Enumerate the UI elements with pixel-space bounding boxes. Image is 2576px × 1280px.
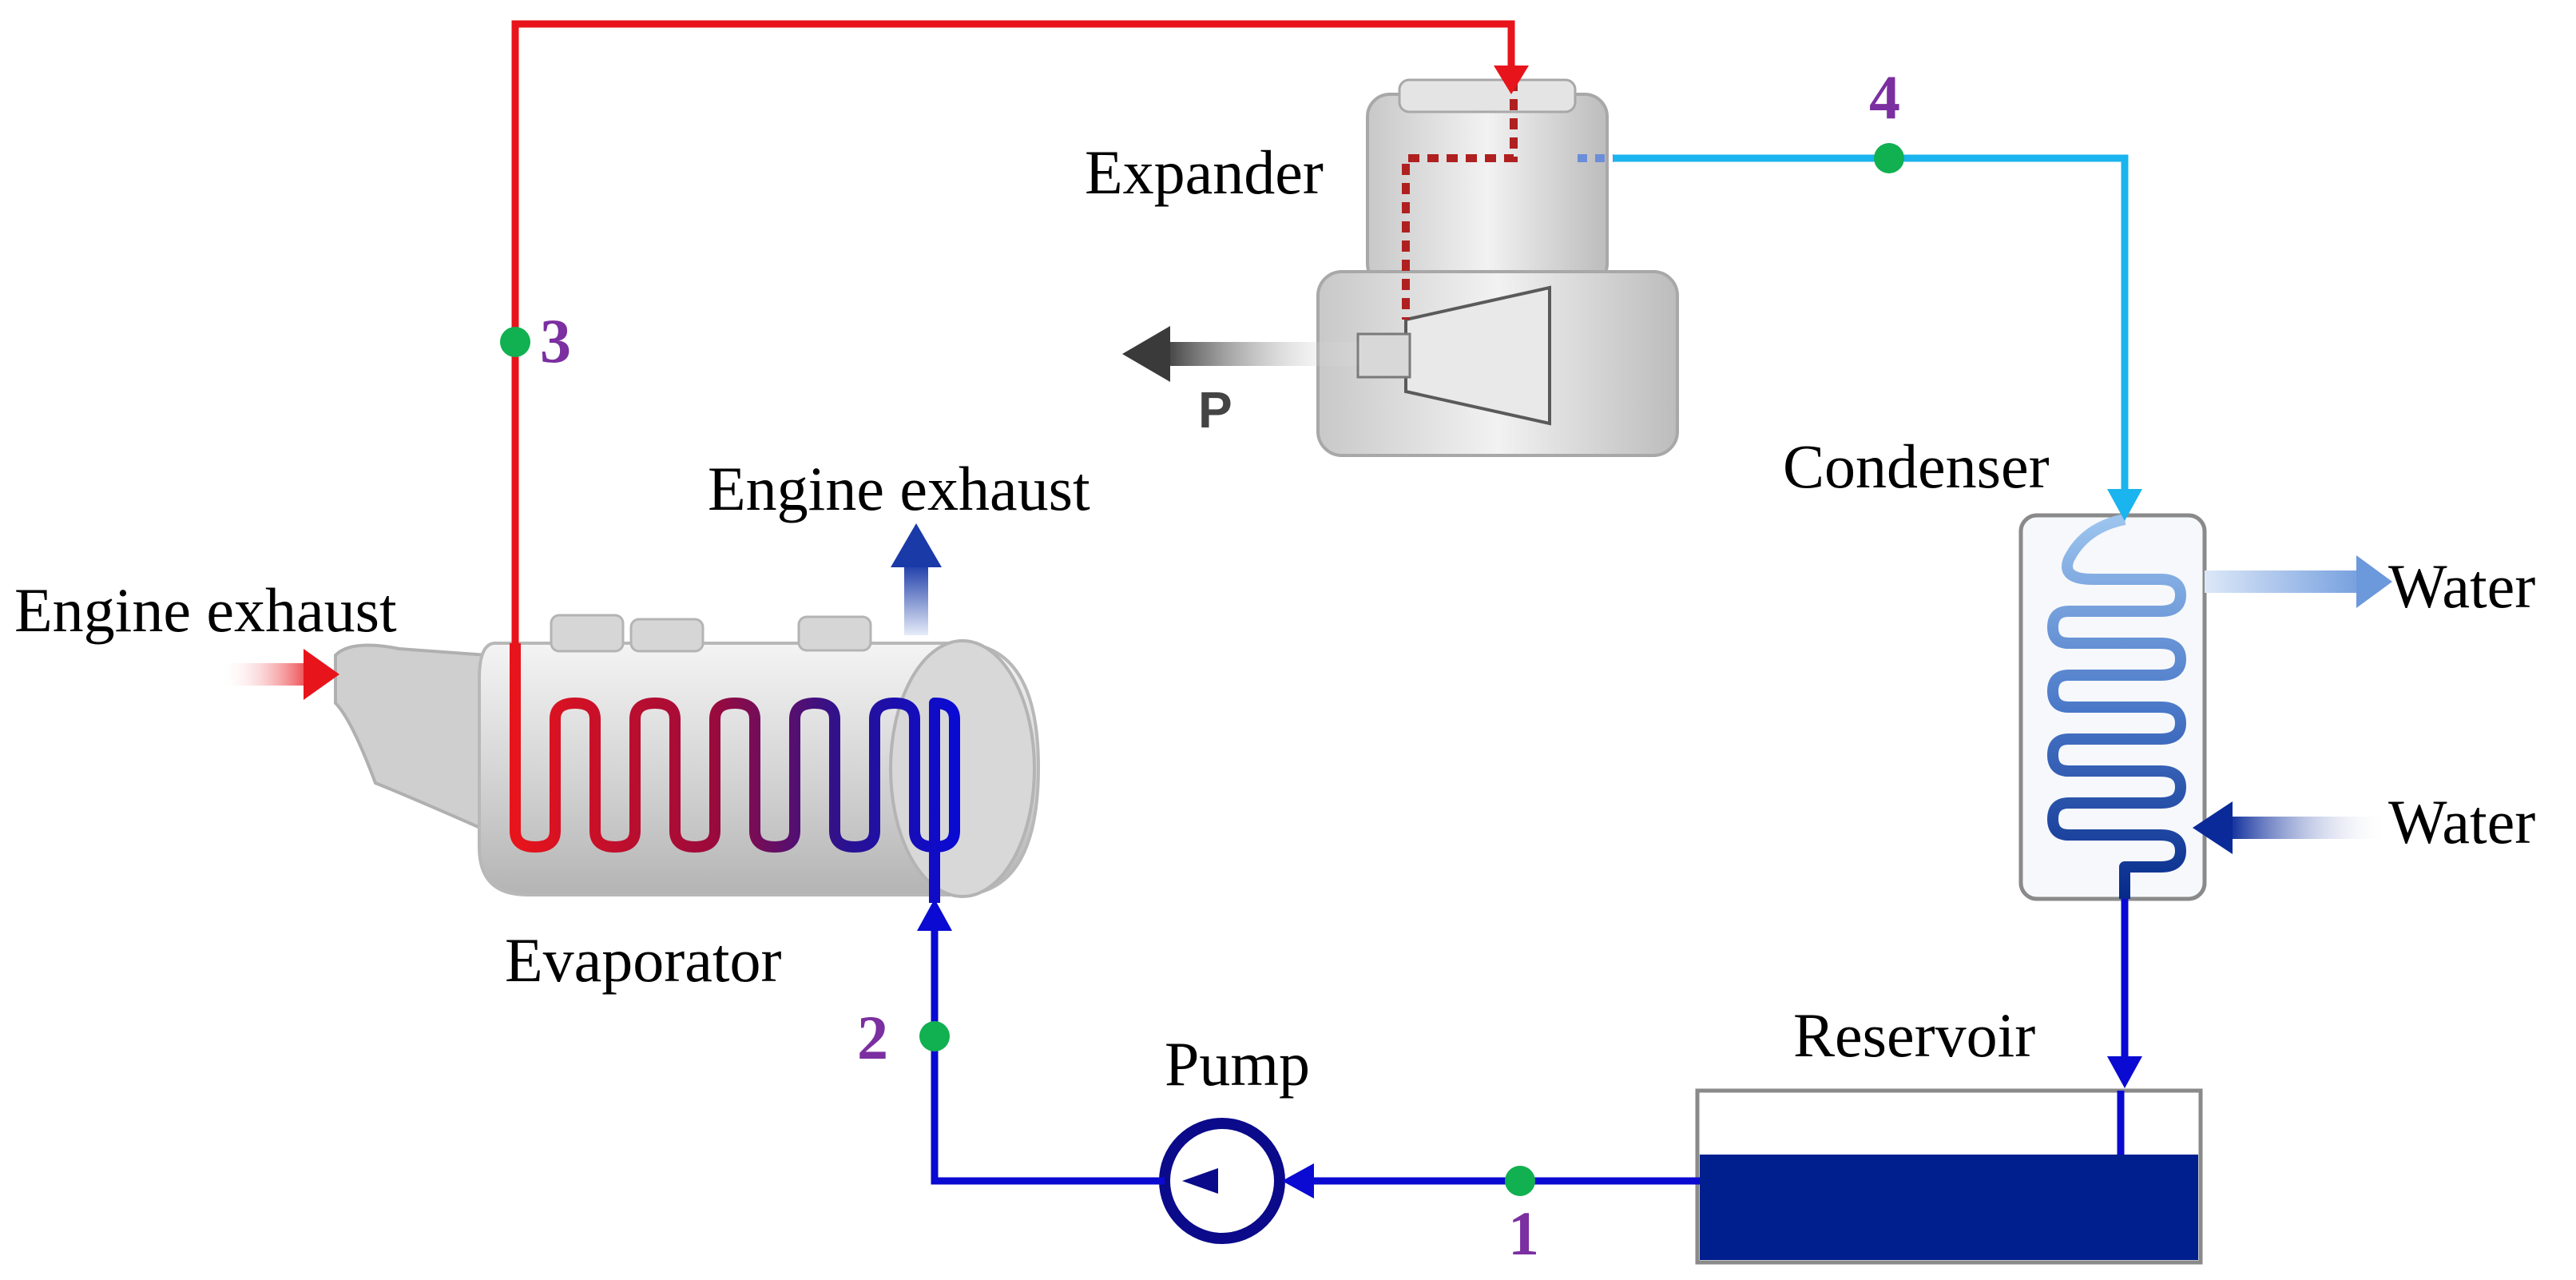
state-point-3-dot — [500, 327, 530, 357]
reservoir-label: Reservoir — [1793, 1000, 2035, 1070]
exhaust-inlet-duct — [334, 643, 489, 834]
exhaust-inlet-arrow — [220, 649, 339, 700]
expander-internal-path — [1402, 80, 1518, 320]
exhaust-vapor-arrowhead — [2107, 489, 2142, 521]
state-point-3-label: 3 — [540, 306, 571, 376]
engine-exhaust-in-label: Engine exhaust — [14, 575, 397, 645]
pump-body — [1159, 1118, 1285, 1244]
state-point-2-label: 2 — [857, 1003, 888, 1072]
power-label: P — [1198, 381, 1232, 439]
water-in-label: Water — [2388, 787, 2535, 857]
pumped-liquid-line — [931, 919, 1165, 1185]
reservoir-liquid — [1700, 1155, 2198, 1260]
expander-label: Expander — [1085, 137, 1324, 207]
expander — [1316, 78, 1679, 457]
water-out-label: Water — [2388, 551, 2535, 621]
condenser-label: Condenser — [1783, 431, 2050, 501]
pump — [1159, 1118, 1285, 1244]
evaporator-coil — [510, 643, 960, 903]
state-point-4-label: 4 — [1869, 62, 1900, 132]
pump-label: Pump — [1165, 1029, 1310, 1099]
expander-cap — [1398, 78, 1577, 113]
condenser — [2018, 513, 2207, 901]
water-inlet-arrow — [2193, 801, 2388, 854]
engine-exhaust-out-label: Engine exhaust — [708, 454, 1090, 523]
exhaust-vapor-line — [1613, 154, 2129, 495]
expander-shaft — [1356, 332, 1411, 379]
water-outlet-arrow — [2205, 555, 2392, 608]
state-point-1-dot — [1505, 1166, 1535, 1196]
state-point-4-dot — [1874, 143, 1904, 173]
evaporator-label: Evaporator — [505, 925, 782, 995]
exhaust-outlet-arrow — [891, 523, 942, 635]
liquid-arrowhead — [1282, 1163, 1314, 1199]
condensate-arrowhead — [2107, 1056, 2142, 1088]
condenser-coil — [2047, 514, 2186, 899]
reservoir — [1695, 1088, 2203, 1265]
hot-vapor-arrowhead — [1494, 66, 1529, 94]
evaporator-end-cap — [889, 639, 1036, 898]
pumped-liquid-arrowhead — [917, 899, 952, 931]
power-output-arrow — [1122, 326, 1366, 382]
state-point-1-label: 1 — [1508, 1199, 1539, 1268]
pump-arrow — [1182, 1168, 1218, 1194]
evaporator — [334, 614, 1041, 903]
state-point-2-dot — [919, 1021, 950, 1051]
